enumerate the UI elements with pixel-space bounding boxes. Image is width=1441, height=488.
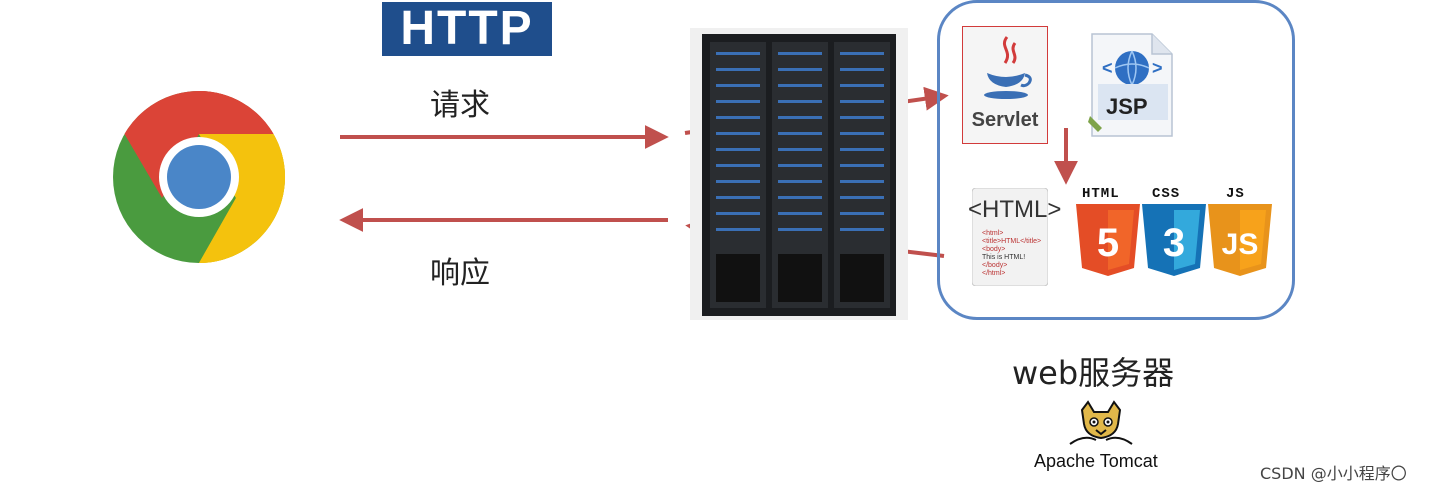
html-doc-line: <html> [982,230,1004,237]
js-glyph: JS [1222,228,1259,261]
html-doc-line: <title>HTML</title> [982,238,1042,245]
html5-icon: 5 [1076,204,1140,276]
servlet-card: Servlet [962,26,1048,144]
web-server-label: web服务器 [1012,354,1175,392]
html-document-icon [972,188,1048,286]
request-label: 请求 [430,88,490,123]
css3-icon: 3 [1142,204,1206,276]
html-doc-line: This is HTML! [982,254,1026,261]
css3-title: CSS [1152,186,1181,202]
js-title: JS [1226,186,1245,202]
html-doc-title: <HTML> [968,196,1062,223]
svg-text:>: > [1152,58,1163,78]
svg-text:<: < [1102,58,1113,78]
server-rack-icon [690,28,908,320]
jsp-file-icon: < > [1088,33,1173,137]
html-doc-code: <html> <title>HTML</title> <body> This i… [982,230,1041,278]
html-doc-line: </body> [982,262,1008,269]
chrome-browser-icon [113,90,286,263]
html5-glyph: 5 [1097,221,1119,265]
tomcat-label: Apache Tomcat [1034,451,1158,471]
html-doc-line: <body> [982,246,1006,253]
servlet-label: Servlet [971,109,1039,131]
jsp-label: JSP [1106,94,1148,119]
tomcat-icon [1069,400,1133,445]
watermark: CSDN @小小程序〇 [1260,464,1407,483]
css3-glyph: 3 [1163,221,1185,265]
js-icon: JS [1208,204,1272,276]
java-cup-icon [984,36,1032,99]
http-logo: HTTP [382,2,552,56]
html-doc-line: </html> [982,270,1006,277]
html5-title: HTML [1082,186,1120,202]
web-server-container [937,0,1295,320]
response-label: 响应 [430,256,490,291]
